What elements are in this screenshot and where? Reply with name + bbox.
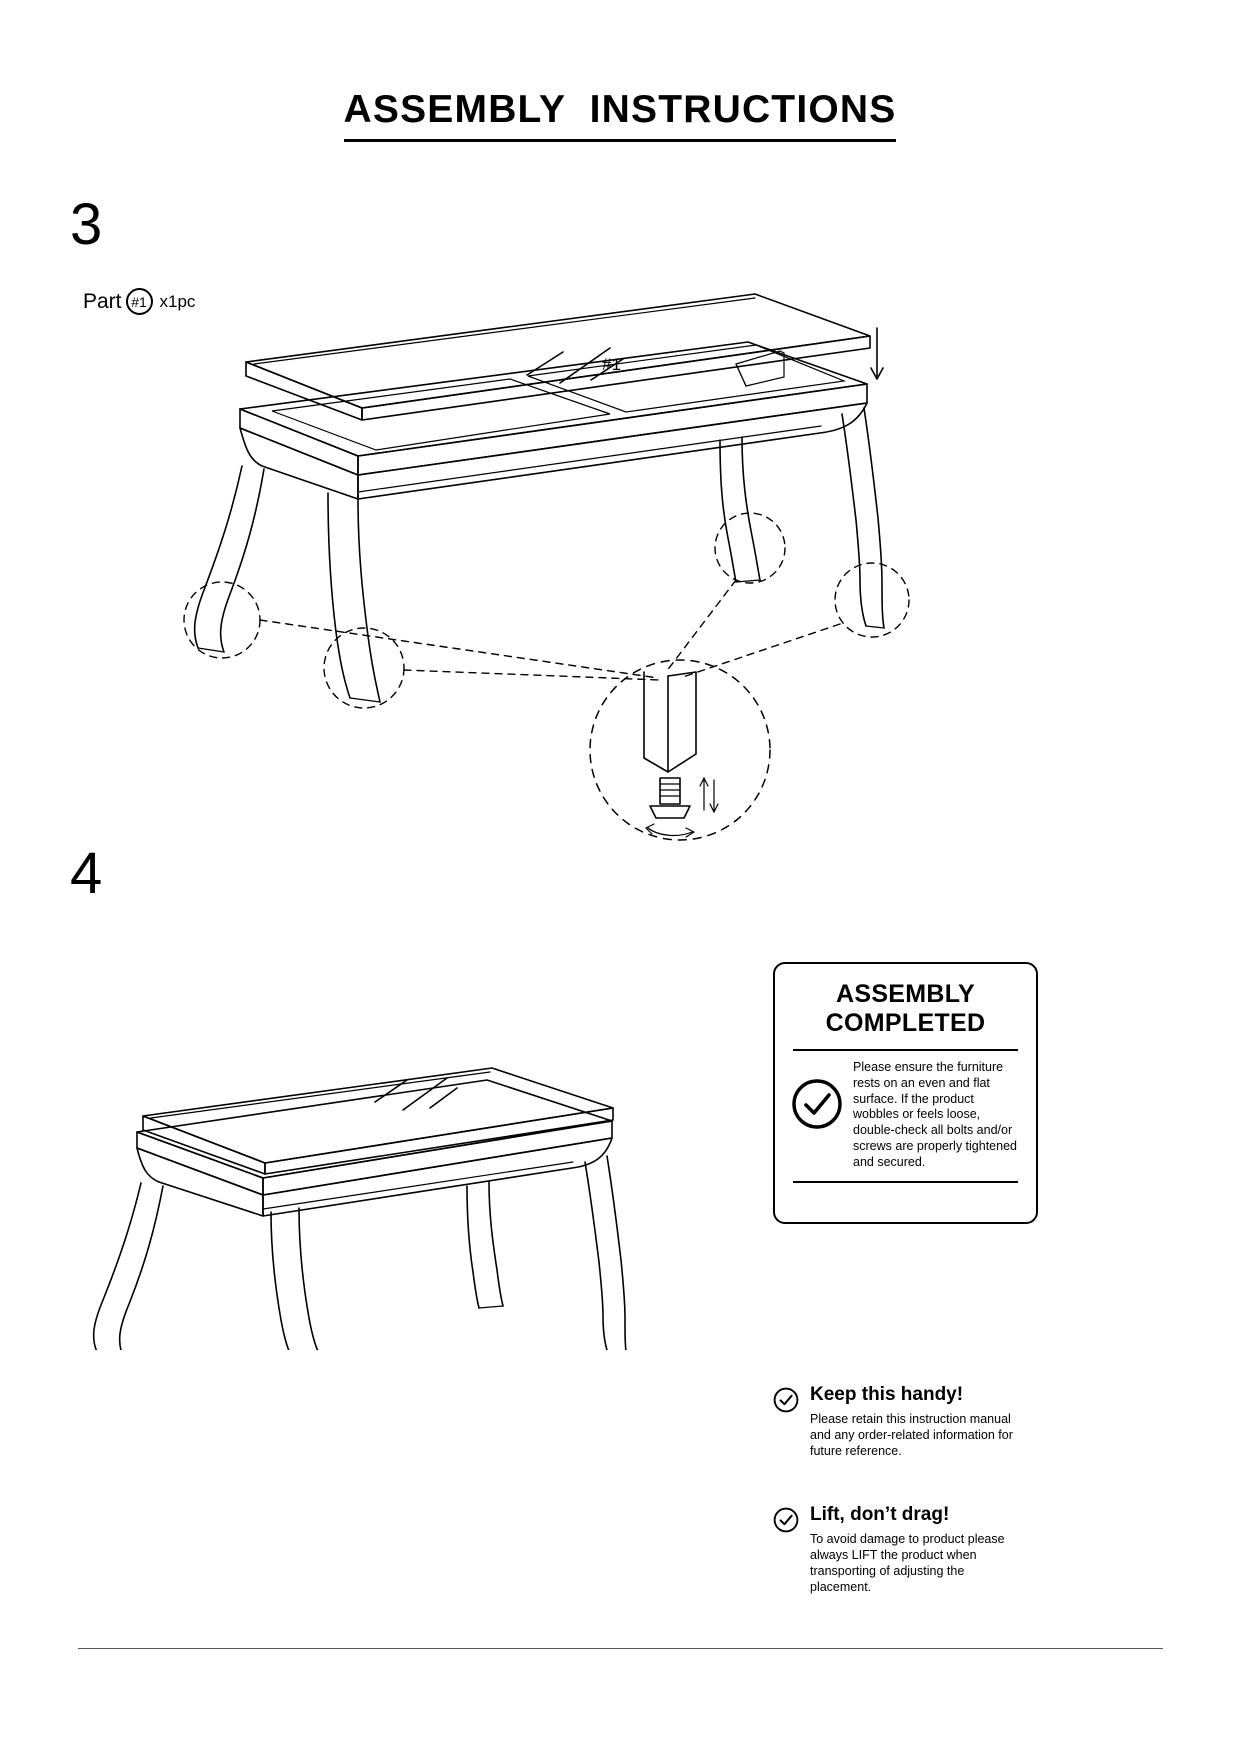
- glass-shine-marks-step4: [374, 1077, 458, 1111]
- tip-heading: Lift, don’t drag!: [810, 1504, 950, 1525]
- check-circle-icon: [773, 1387, 799, 1413]
- part-quantity: x1pc: [159, 291, 196, 311]
- tip-keep-this-handy: Keep this handy! Please retain this inst…: [773, 1384, 1023, 1460]
- card-divider-top: [793, 1049, 1018, 1051]
- step-3-diagram: #1: [180, 280, 1010, 880]
- part-label: Part #1 x1pc: [83, 288, 195, 315]
- step-4-number: 4: [70, 841, 103, 906]
- leg-foot-detail-callout: [589, 659, 771, 841]
- glass-shine-marks: [526, 347, 624, 384]
- table-frame: [239, 341, 868, 500]
- part-label-prefix: Part: [83, 289, 122, 313]
- table-legs: [193, 407, 885, 703]
- card-divider-bottom: [793, 1181, 1018, 1184]
- tip-body: To avoid damage to product please always…: [810, 1531, 1005, 1594]
- check-circle-icon: [773, 1507, 799, 1533]
- leveler-bolt-icon: [649, 777, 691, 819]
- assembly-completed-title: ASSEMBLY COMPLETED: [825, 980, 986, 1037]
- tip-body: Please retain this instruction manual an…: [810, 1411, 1013, 1458]
- detail-leader-lines: [259, 579, 841, 681]
- step-4-illustration: [92, 1067, 627, 1350]
- assembly-completed-card: ASSEMBLY COMPLETED Please ensure the fur…: [773, 962, 1038, 1224]
- tip-lift-dont-drag: Lift, don’t drag! To avoid damage to pro…: [773, 1504, 1023, 1595]
- assembly-completed-body: Please ensure the furniture rests on an …: [853, 1060, 1017, 1169]
- page-title: ASSEMBLY INSTRUCTIONS: [343, 88, 897, 142]
- part-number-badge: #1: [125, 288, 153, 315]
- assembled-table: [92, 1067, 627, 1350]
- step-3-illustration: #1: [183, 293, 910, 841]
- insert-direction-arrow: [870, 327, 884, 380]
- step-4-diagram: [85, 1020, 705, 1350]
- step-3-number: 3: [70, 192, 103, 257]
- adjust-updown-arrows: [699, 776, 719, 814]
- check-circle-icon: [791, 1078, 843, 1130]
- rotate-arrows: [644, 823, 696, 838]
- glass-top-panel: [245, 293, 871, 421]
- foot-highlight-circles: [183, 512, 910, 709]
- footer-divider: [78, 1648, 1163, 1649]
- page-title-container: ASSEMBLY INSTRUCTIONS: [0, 88, 1240, 142]
- tip-heading: Keep this handy!: [810, 1384, 964, 1405]
